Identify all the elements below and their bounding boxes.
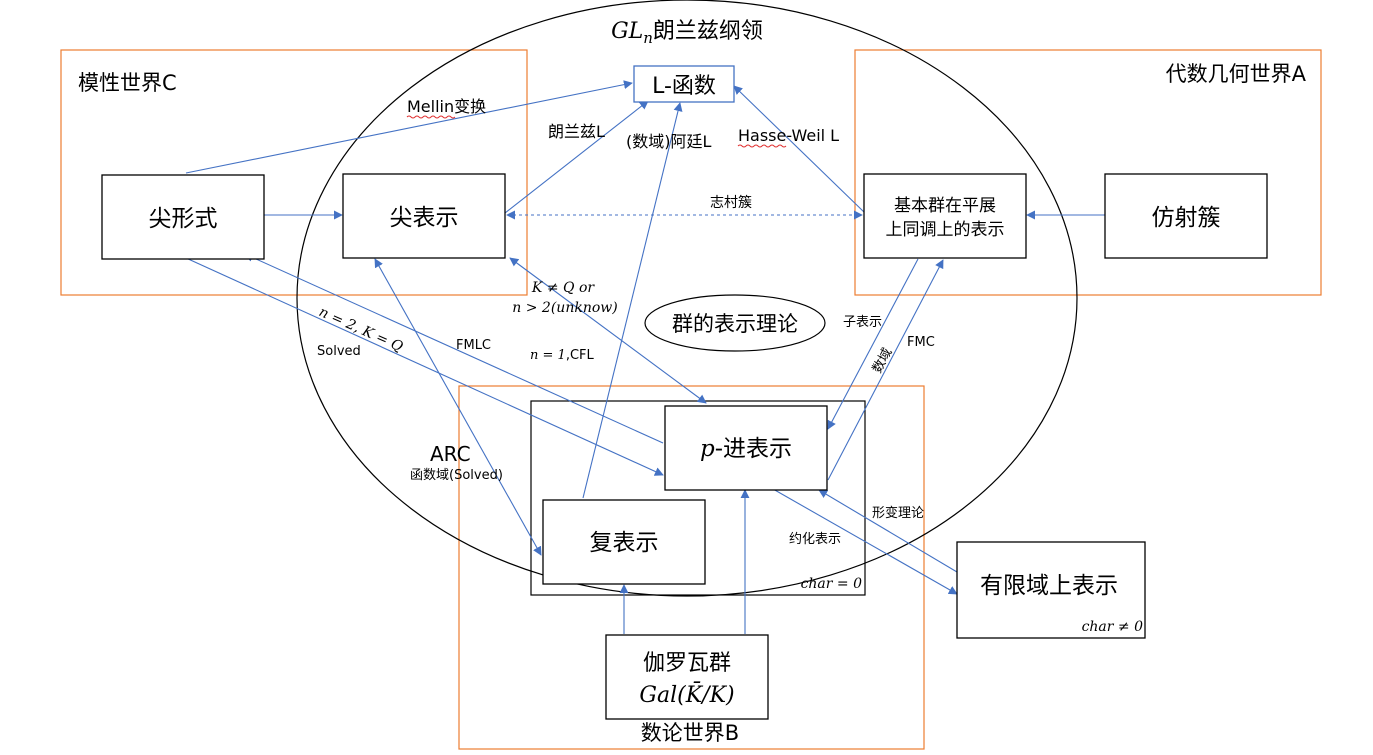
cusp-form-node [101, 174, 265, 260]
galois-group-node [605, 634, 769, 720]
shimura-label: 志村簇 [710, 195, 752, 211]
number-field-label: 数域 [870, 346, 895, 376]
fundamental-group-rep-line2: 上同调上的表示 [886, 220, 1005, 240]
galois-group-label: 伽罗瓦群 [643, 651, 731, 676]
mellin-label: Mellin变换 [407, 97, 486, 116]
l-function-node [633, 65, 735, 103]
mellin-transform-arrow [185, 80, 633, 174]
fmlc-arrow [244, 253, 664, 444]
hasse-spellcheck-underline [737, 144, 787, 148]
condition-line2: n > 2(unknow) [512, 300, 617, 316]
fmc-arrow [827, 259, 944, 481]
algebraic-geometry-world-frame [854, 49, 1322, 296]
arc-arrow [374, 258, 542, 556]
group-rep-theory-node [644, 294, 826, 352]
fundamental-group-rep-line1: 基本群在平展 [894, 196, 996, 216]
cuspidal-rep-label: 尖表示 [390, 205, 459, 231]
number-theory-world-label: 数论世界B [641, 721, 739, 745]
deformation-arrow [818, 489, 958, 573]
cusp-form-label: 尖形式 [149, 206, 218, 232]
cfl-arrow [509, 257, 707, 404]
affine-variety-label: 仿射簇 [1152, 205, 1221, 231]
char-zero-label: char = 0 [801, 576, 863, 592]
hasse-weil-arrow [733, 85, 866, 214]
finite-field-rep-label: 有限域上表示 [980, 573, 1118, 599]
deformation-label: 形变理论 [872, 505, 924, 521]
fundamental-group-rep-node [863, 173, 1027, 259]
subrep-label: 子表示 [843, 315, 882, 330]
algebraic-geometry-world-label: 代数几何世界A [1166, 62, 1307, 86]
mellin-spellcheck-underline [406, 115, 456, 119]
char-nonzero-label: char ≠ 0 [1082, 619, 1144, 635]
artin-l-label: (数域)阿廷L [626, 132, 711, 151]
modular-world-label: 模性世界C [78, 71, 177, 95]
fmc-label: FMC [907, 335, 935, 350]
n1-cfl-label: n = 1,CFL [530, 348, 594, 363]
cuspidal-rep-node [342, 173, 506, 259]
galois-group-formula: Gal(K̄/K) [639, 681, 734, 708]
l-function-label: L-函数 [652, 74, 716, 99]
function-field-label: 函数域(Solved) [410, 468, 503, 483]
langlands-l-arrow [504, 100, 649, 214]
arc-label: ARC [430, 442, 471, 466]
langlands-l-label: 朗兰兹L [548, 122, 605, 141]
finite-field-rep-node [956, 541, 1146, 639]
p-adic-rep-node [664, 405, 828, 491]
group-rep-theory-label: 群的表示理论 [672, 312, 798, 336]
langlands-program-ellipse [296, 0, 1078, 597]
affine-variety-node [1104, 173, 1268, 259]
condition-line1: K ≠ Q or [531, 280, 595, 296]
subrep-arrow [827, 258, 919, 430]
reduction-arrow [772, 488, 958, 595]
complex-rep-label: 复表示 [590, 530, 659, 556]
diagram-title: GLn朗兰兹纲领 [611, 19, 763, 47]
fmlc-label: FMLC [456, 338, 491, 353]
reduction-label: 约化表示 [789, 532, 841, 547]
modular-world-frame [60, 49, 528, 296]
hasse-weil-label: Hasse-Weil L [738, 126, 839, 145]
p-adic-rep-label: p-进表示 [700, 436, 792, 462]
complex-rep-node [542, 499, 706, 585]
solved-label: Solved [317, 344, 361, 359]
